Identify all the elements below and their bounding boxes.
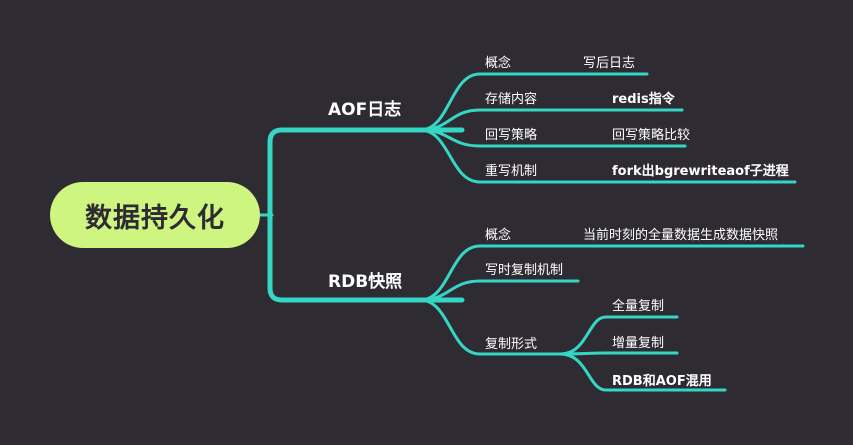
node-aof-storage[interactable]: 存储内容 (485, 92, 538, 107)
node-copy-full[interactable]: 全量复制 (612, 299, 665, 314)
node-aof-concept-value[interactable]: 写后日志 (583, 56, 636, 71)
node-aof-rewrite-value[interactable]: fork出bgrewriteaof子进程 (612, 164, 789, 179)
node-rdb-concept[interactable]: 概念 (485, 228, 512, 243)
branch-rdb-concept (418, 244, 805, 302)
node-aof-policy[interactable]: 回写策略 (485, 128, 538, 143)
node-rdb-copy-mode[interactable]: 复制形式 (485, 337, 538, 352)
node-aof-log[interactable]: AOF日志 (328, 100, 402, 120)
trunk-rdb (267, 212, 465, 303)
root-node[interactable]: 数据持久化 (50, 182, 260, 248)
node-aof-policy-value[interactable]: 回写策略比较 (612, 128, 691, 143)
branch-aof-rewrite (418, 128, 797, 184)
node-rdb-cow[interactable]: 写时复制机制 (485, 263, 564, 278)
node-aof-storage-value[interactable]: redis指令 (612, 92, 675, 107)
node-copy-incremental[interactable]: 增量复制 (612, 336, 665, 351)
node-copy-mixed[interactable]: RDB和AOF混用 (612, 374, 712, 389)
node-rdb-concept-value[interactable]: 当前时刻的全量数据生成数据快照 (583, 228, 779, 243)
node-aof-rewrite[interactable]: 重写机制 (485, 164, 538, 179)
branch-rdb-copy (418, 298, 567, 356)
branch-copy-incremental (558, 351, 679, 356)
trunk-aof (267, 127, 465, 218)
node-rdb-snapshot[interactable]: RDB快照 (328, 272, 403, 292)
branch-aof-concept (418, 72, 649, 132)
node-aof-concept[interactable]: 概念 (485, 56, 512, 71)
branch-rdb-cow (418, 279, 580, 302)
branch-copy-mixed (558, 352, 727, 392)
